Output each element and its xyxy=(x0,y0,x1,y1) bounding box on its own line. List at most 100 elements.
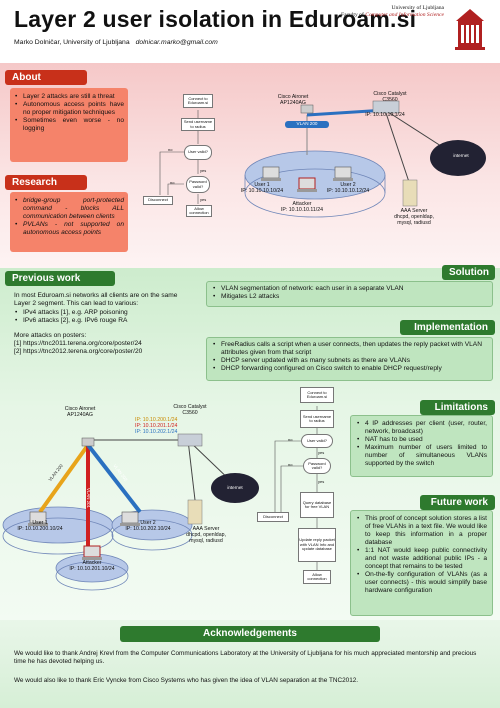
previous-refs: [1] https://tnc2011.terena.org/core/post… xyxy=(14,340,190,356)
solution-header: Solution xyxy=(442,265,495,280)
previous-posters-title: More attacks on posters: xyxy=(14,332,87,339)
bflow-no-label: no xyxy=(288,437,293,442)
authors: Marko Dolničar, University of Ljubljana d… xyxy=(14,39,218,46)
about-item: Layer 2 attacks are still a threat xyxy=(14,93,124,101)
previous-intro: In most Eduroam.si networks all clients … xyxy=(14,292,178,307)
top-user1-label: User 1 IP: 10.10.10.10/24 xyxy=(240,182,284,194)
future-work-item: On-the-fly configuration of VLANs (as a … xyxy=(356,571,487,595)
bottom-ap-label: Cisco Aironet AP1240AG xyxy=(64,406,96,418)
about-item: Sometimes even worse - no logging xyxy=(14,117,124,133)
top-aaa-label: AAA Server dhcpd, openldap, mysql, radiu… xyxy=(394,208,434,226)
bflow-connect-box: Connect to Eduroam.si xyxy=(300,387,334,403)
flow-user-valid-diamond: User valid? xyxy=(184,145,212,160)
flow-send-box: Send username to radius xyxy=(181,118,215,131)
acknowledgement-paragraph-2: We would also like to thank Eric Vyncke … xyxy=(14,677,359,684)
limitations-header: Limitations xyxy=(420,400,495,415)
future-work-list: This proof of concept solution stores a … xyxy=(356,515,487,595)
bottom-ip-201: IP: 10.10.201.1/24 xyxy=(135,423,178,429)
previous-work-box: In most Eduroam.si networks all clients … xyxy=(12,290,192,358)
top-user2-label: User 2 IP: 10.10.10.12/24 xyxy=(326,182,370,194)
limitation-item: Maximum number of users limited to numbe… xyxy=(356,444,487,468)
top-vlan-label: VLAN 200 xyxy=(296,121,318,126)
top-internet-label: internet xyxy=(453,153,469,158)
flow-allow-box: Allow connection xyxy=(186,205,212,217)
bflow-yes-label: yes xyxy=(318,450,325,455)
poster-title: Layer 2 user isolation in Eduroam.si xyxy=(14,6,417,32)
acknowledgements-header: Acknowledgements xyxy=(120,626,380,642)
bottom-attacker-label: Attacker IP: 10.10.201.10/24 xyxy=(69,560,115,572)
bottom-ip-202: IP: 10.10.202.1/24 xyxy=(135,429,178,435)
bottom-flow-lines xyxy=(274,406,318,570)
faculty-em: Computer and Information Science xyxy=(365,12,444,18)
limitations-list: 4 IP addresses per client (user, router,… xyxy=(356,420,487,468)
bflow-yes-label-2: yes xyxy=(318,479,325,484)
top-flow-lines xyxy=(159,110,199,204)
bottom-ip-200: IP: 10.10.200.1/24 xyxy=(135,417,178,423)
top-switch-ip: IP: 10.10.10.1/24 xyxy=(365,112,405,118)
limitation-item: NAT has to be used xyxy=(356,436,487,444)
flow-disconnect-box: Disconnect xyxy=(143,196,173,205)
about-list: Layer 2 attacks are still a threatAutono… xyxy=(14,93,124,133)
about-item: Autonomous access points have no proper … xyxy=(14,101,124,117)
top-network-diagram xyxy=(244,100,486,218)
solution-item: VLAN segmentation of network: each user … xyxy=(212,285,487,293)
implementation-item: DHCP forwarding configured on Cisco swit… xyxy=(212,365,487,373)
research-item: bridge-group port-protected command - bl… xyxy=(14,197,124,221)
research-list: bridge-group port-protected command - bl… xyxy=(14,197,124,237)
top-ap-label: Cisco Aironet AP1240AG xyxy=(277,94,309,106)
bottom-network-diagram xyxy=(2,433,259,591)
implementation-item: FreeRadius calls a script when a user co… xyxy=(212,341,487,357)
about-header: About xyxy=(5,70,87,85)
previous-item: IPv4 attacks [1], e.g. ARP poisoning xyxy=(14,309,190,317)
bottom-vlan-201: VLAN 201 xyxy=(86,487,91,508)
flow-connect-box: Connect to Eduroam.si xyxy=(183,94,213,108)
bottom-user2-label: User 2 IP: 10.10.202.10/24 xyxy=(125,520,171,532)
research-item: PVLANs - not supported on autonomous acc… xyxy=(14,221,124,237)
faculty-name: Faculty of Computer and Information Scie… xyxy=(341,12,444,19)
bflow-update-box: Update reply packet with VLAN Info and u… xyxy=(298,528,336,562)
author-email: dolnicar.marko@gmail.com xyxy=(135,39,218,46)
future-work-item: This proof of concept solution stores a … xyxy=(356,515,487,547)
future-work-item: 1:1 NAT would keep public connectivity a… xyxy=(356,547,487,571)
limitation-item: 4 IP addresses per client (user, router,… xyxy=(356,420,487,436)
solution-item: Mitigates L2 attacks xyxy=(212,293,487,301)
bflow-allow-box: Allow connection xyxy=(303,570,331,584)
previous-work-header: Previous work xyxy=(5,271,115,286)
flow-password-valid-diamond: Password valid? xyxy=(186,176,210,193)
bottom-internet-label: internet xyxy=(227,485,243,490)
bflow-no-label-2: no xyxy=(288,462,293,467)
limitations-box: 4 IP addresses per client (user, router,… xyxy=(350,415,493,477)
flow-no-label-2: no xyxy=(170,180,175,185)
about-box: Layer 2 attacks are still a threatAutono… xyxy=(10,88,128,162)
top-attacker-label: Attacker IP: 10.10.10.11/24 xyxy=(280,201,323,213)
research-header: Research xyxy=(5,175,87,190)
top-switch-label: Cisco Catalyst C3560 xyxy=(373,91,407,103)
university-name: University of Ljubljana xyxy=(391,5,444,11)
university-logo-icon xyxy=(450,5,490,55)
future-work-box: This proof of concept solution stores a … xyxy=(350,510,493,616)
reference-link: [2] https://tnc2012.terena.org/core/post… xyxy=(14,348,143,355)
author-names: Marko Dolničar, University of Ljubljana xyxy=(14,39,130,46)
implementation-header: Implementation xyxy=(400,320,495,335)
bottom-user1-label: User 1 IP: 10.10.200.10/24 xyxy=(17,520,63,532)
flow-no-label: no xyxy=(168,147,173,152)
previous-item: IPv6 attacks [2], e.g. IPv6 rouge RA xyxy=(14,317,190,325)
bottom-switch-label: Cisco Catalyst C3560 xyxy=(173,404,207,416)
future-work-header: Future work xyxy=(420,495,495,510)
bflow-query-box: Query database for free VLAN xyxy=(300,492,334,518)
reference-link: [1] https://tnc2011.terena.org/core/post… xyxy=(14,340,142,347)
bflow-user-valid-diamond: User valid? xyxy=(301,434,333,448)
previous-list: IPv4 attacks [1], e.g. ARP poisoningIPv6… xyxy=(14,309,190,325)
solution-list: VLAN segmentation of network: each user … xyxy=(212,285,487,301)
bflow-disconnect-box: Disconnect xyxy=(257,512,289,522)
faculty-prefix: Faculty of xyxy=(340,12,366,18)
bflow-password-valid-diamond: Password valid? xyxy=(303,458,331,474)
flow-yes-label: yes xyxy=(200,168,207,173)
acknowledgement-paragraph-1: We would like to thank Andrej Krevl from… xyxy=(14,650,477,665)
implementation-item: DHCP server updated with as many subnets… xyxy=(212,357,487,365)
bottom-aaa-label: AAA Server dhcpd, openldap, mysql, radiu… xyxy=(186,526,226,544)
flow-yes-label-2: yes xyxy=(200,197,207,202)
solution-box: VLAN segmentation of network: each user … xyxy=(206,281,493,307)
bflow-send-box: Send username to radius xyxy=(300,410,334,428)
